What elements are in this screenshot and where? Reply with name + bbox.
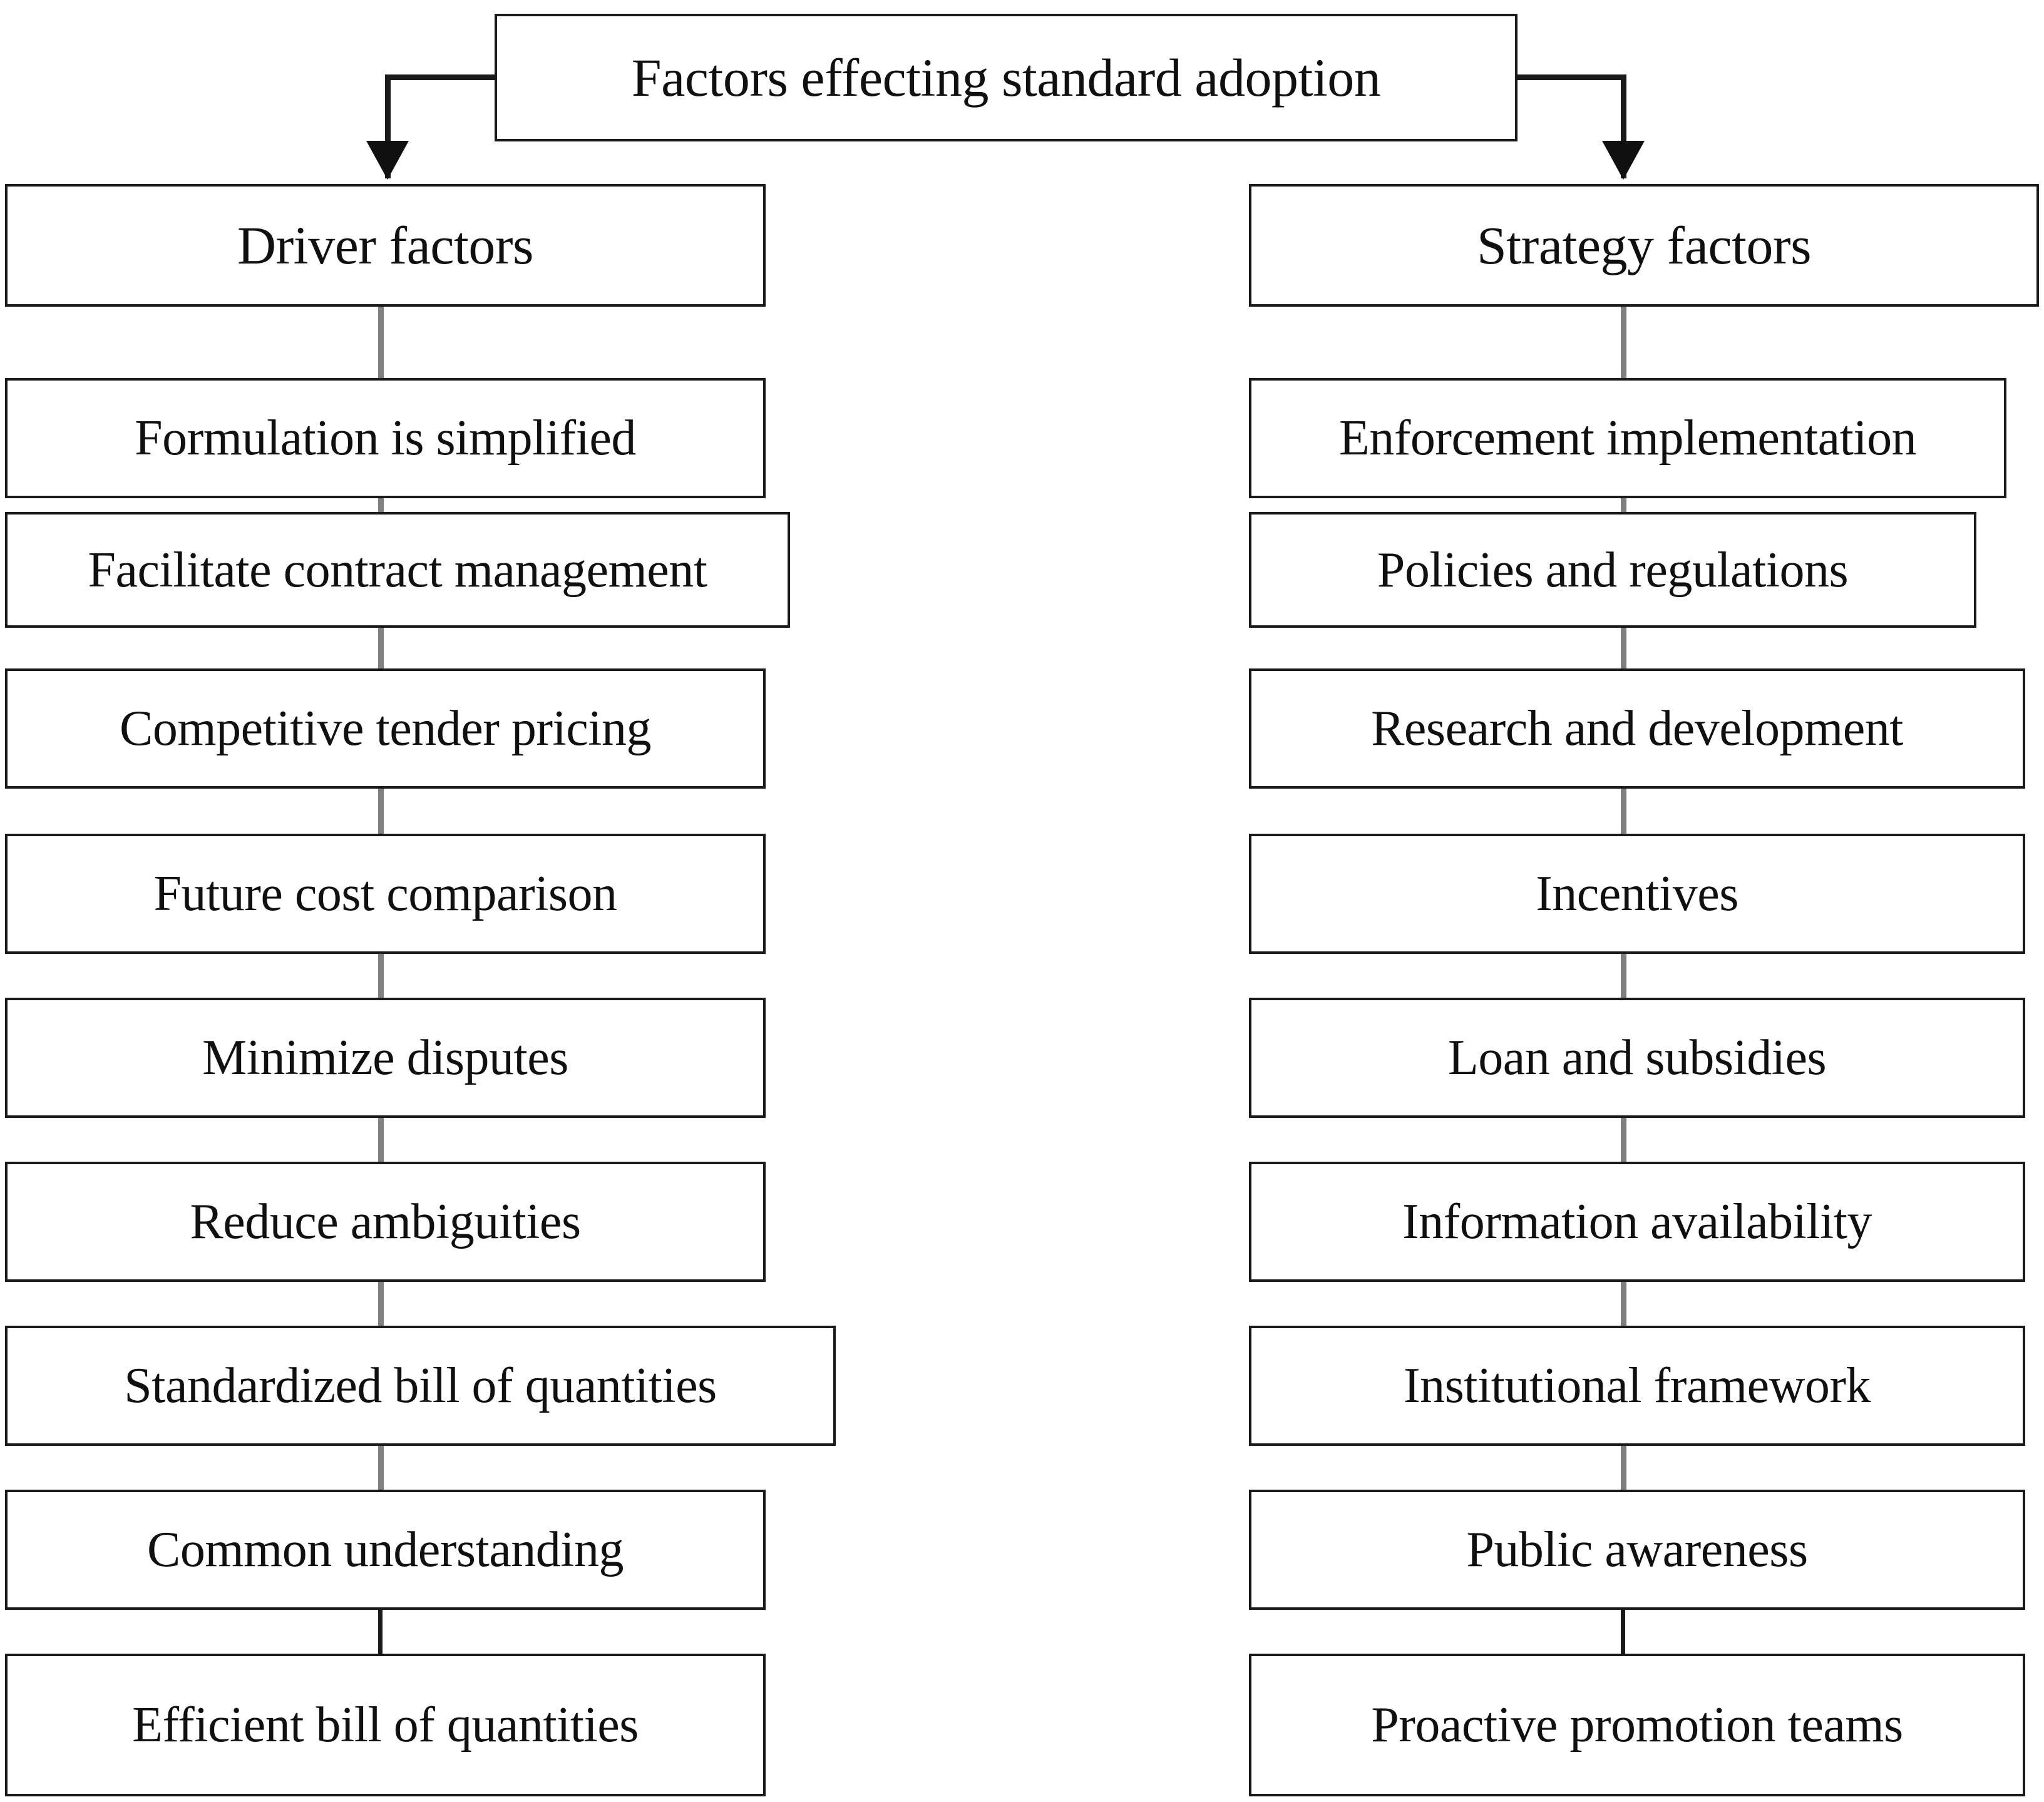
leaf-node-driver-7-label: Common understanding xyxy=(146,1522,624,1577)
connector-driver-6 xyxy=(378,1282,384,1328)
connector-strategy-5 xyxy=(1621,1118,1626,1164)
branch-node-driver-factors[interactable]: Driver factors xyxy=(5,184,766,307)
leaf-node-driver-0-label: Formulation is simplified xyxy=(135,411,636,466)
leaf-node-driver-1[interactable]: Facilitate contract management xyxy=(5,512,790,628)
connector-root-to-driver-vertical xyxy=(385,74,391,178)
connector-root-to-strategy-vertical xyxy=(1621,74,1626,178)
connector-driver-5 xyxy=(378,1118,384,1164)
connector-driver-8 xyxy=(378,1610,383,1656)
connector-driver-7 xyxy=(378,1446,384,1492)
leaf-node-strategy-6[interactable]: Institutional framework xyxy=(1249,1326,2025,1446)
leaf-node-driver-3-label: Future cost comparison xyxy=(153,866,617,921)
connector-strategy-1 xyxy=(1621,498,1626,514)
leaf-node-strategy-8[interactable]: Proactive promotion teams xyxy=(1249,1654,2025,1796)
leaf-node-strategy-5[interactable]: Information availability xyxy=(1249,1162,2025,1282)
leaf-node-strategy-4-label: Loan and subsidies xyxy=(1447,1030,1827,1085)
leaf-node-strategy-7[interactable]: Public awareness xyxy=(1249,1490,2025,1610)
connector-strategy-4 xyxy=(1621,954,1626,1000)
leaf-node-strategy-1[interactable]: Policies and regulations xyxy=(1249,512,1976,628)
leaf-node-driver-7[interactable]: Common understanding xyxy=(5,1490,766,1610)
connector-strategy-0 xyxy=(1621,307,1626,381)
leaf-node-driver-6[interactable]: Standardized bill of quantities xyxy=(5,1326,836,1446)
connector-driver-1 xyxy=(378,498,384,514)
leaf-node-driver-4-label: Minimize disputes xyxy=(202,1030,568,1085)
connector-driver-4 xyxy=(378,954,384,1000)
leaf-node-driver-8-label: Efficient bill of quantities xyxy=(132,1697,639,1753)
arrowhead-icon-driver xyxy=(366,141,409,180)
leaf-node-driver-2[interactable]: Competitive tender pricing xyxy=(5,668,766,789)
leaf-node-strategy-0-label: Enforcement implementation xyxy=(1338,411,1917,466)
connector-strategy-8 xyxy=(1621,1610,1625,1656)
leaf-node-driver-3[interactable]: Future cost comparison xyxy=(5,834,766,954)
leaf-node-strategy-3-label: Incentives xyxy=(1536,866,1738,921)
arrowhead-icon-strategy xyxy=(1602,141,1645,180)
leaf-node-driver-0[interactable]: Formulation is simplified xyxy=(5,378,766,498)
connector-root-to-strategy-horizontal xyxy=(1515,74,1626,80)
leaf-node-strategy-4[interactable]: Loan and subsidies xyxy=(1249,998,2025,1118)
leaf-node-driver-8[interactable]: Efficient bill of quantities xyxy=(5,1654,766,1796)
connector-strategy-6 xyxy=(1621,1282,1626,1328)
connector-root-to-driver-horizontal xyxy=(385,74,497,80)
connector-driver-0 xyxy=(378,307,384,381)
connector-driver-3 xyxy=(378,789,384,837)
leaf-node-driver-1-label: Facilitate contract management xyxy=(88,542,707,598)
leaf-node-strategy-2[interactable]: Research and development xyxy=(1249,668,2025,789)
leaf-node-strategy-8-label: Proactive promotion teams xyxy=(1371,1697,1903,1753)
branch-node-driver-label: Driver factors xyxy=(237,215,533,275)
root-node-factors-effecting-standard-adoption[interactable]: Factors effecting standard adoption xyxy=(495,14,1518,141)
leaf-node-strategy-3[interactable]: Incentives xyxy=(1249,834,2025,954)
branch-node-strategy-label: Strategy factors xyxy=(1476,215,1812,275)
leaf-node-strategy-0[interactable]: Enforcement implementation xyxy=(1249,378,2006,498)
leaf-node-driver-6-label: Standardized bill of quantities xyxy=(124,1358,717,1413)
connector-strategy-7 xyxy=(1621,1446,1626,1492)
leaf-node-strategy-6-label: Institutional framework xyxy=(1403,1358,1871,1413)
leaf-node-driver-5-label: Reduce ambiguities xyxy=(190,1194,581,1249)
leaf-node-strategy-2-label: Research and development xyxy=(1371,701,1903,756)
leaf-node-driver-4[interactable]: Minimize disputes xyxy=(5,998,766,1118)
leaf-node-strategy-5-label: Information availability xyxy=(1402,1194,1872,1249)
branch-node-strategy-factors[interactable]: Strategy factors xyxy=(1249,184,2039,307)
leaf-node-driver-5[interactable]: Reduce ambiguities xyxy=(5,1162,766,1282)
leaf-node-driver-2-label: Competitive tender pricing xyxy=(120,701,652,756)
leaf-node-strategy-1-label: Policies and regulations xyxy=(1377,542,1849,598)
root-node-label: Factors effecting standard adoption xyxy=(631,47,1381,108)
connector-strategy-3 xyxy=(1621,789,1626,837)
connector-driver-2 xyxy=(378,628,384,672)
leaf-node-strategy-7-label: Public awareness xyxy=(1466,1522,1808,1577)
connector-strategy-2 xyxy=(1621,628,1626,672)
